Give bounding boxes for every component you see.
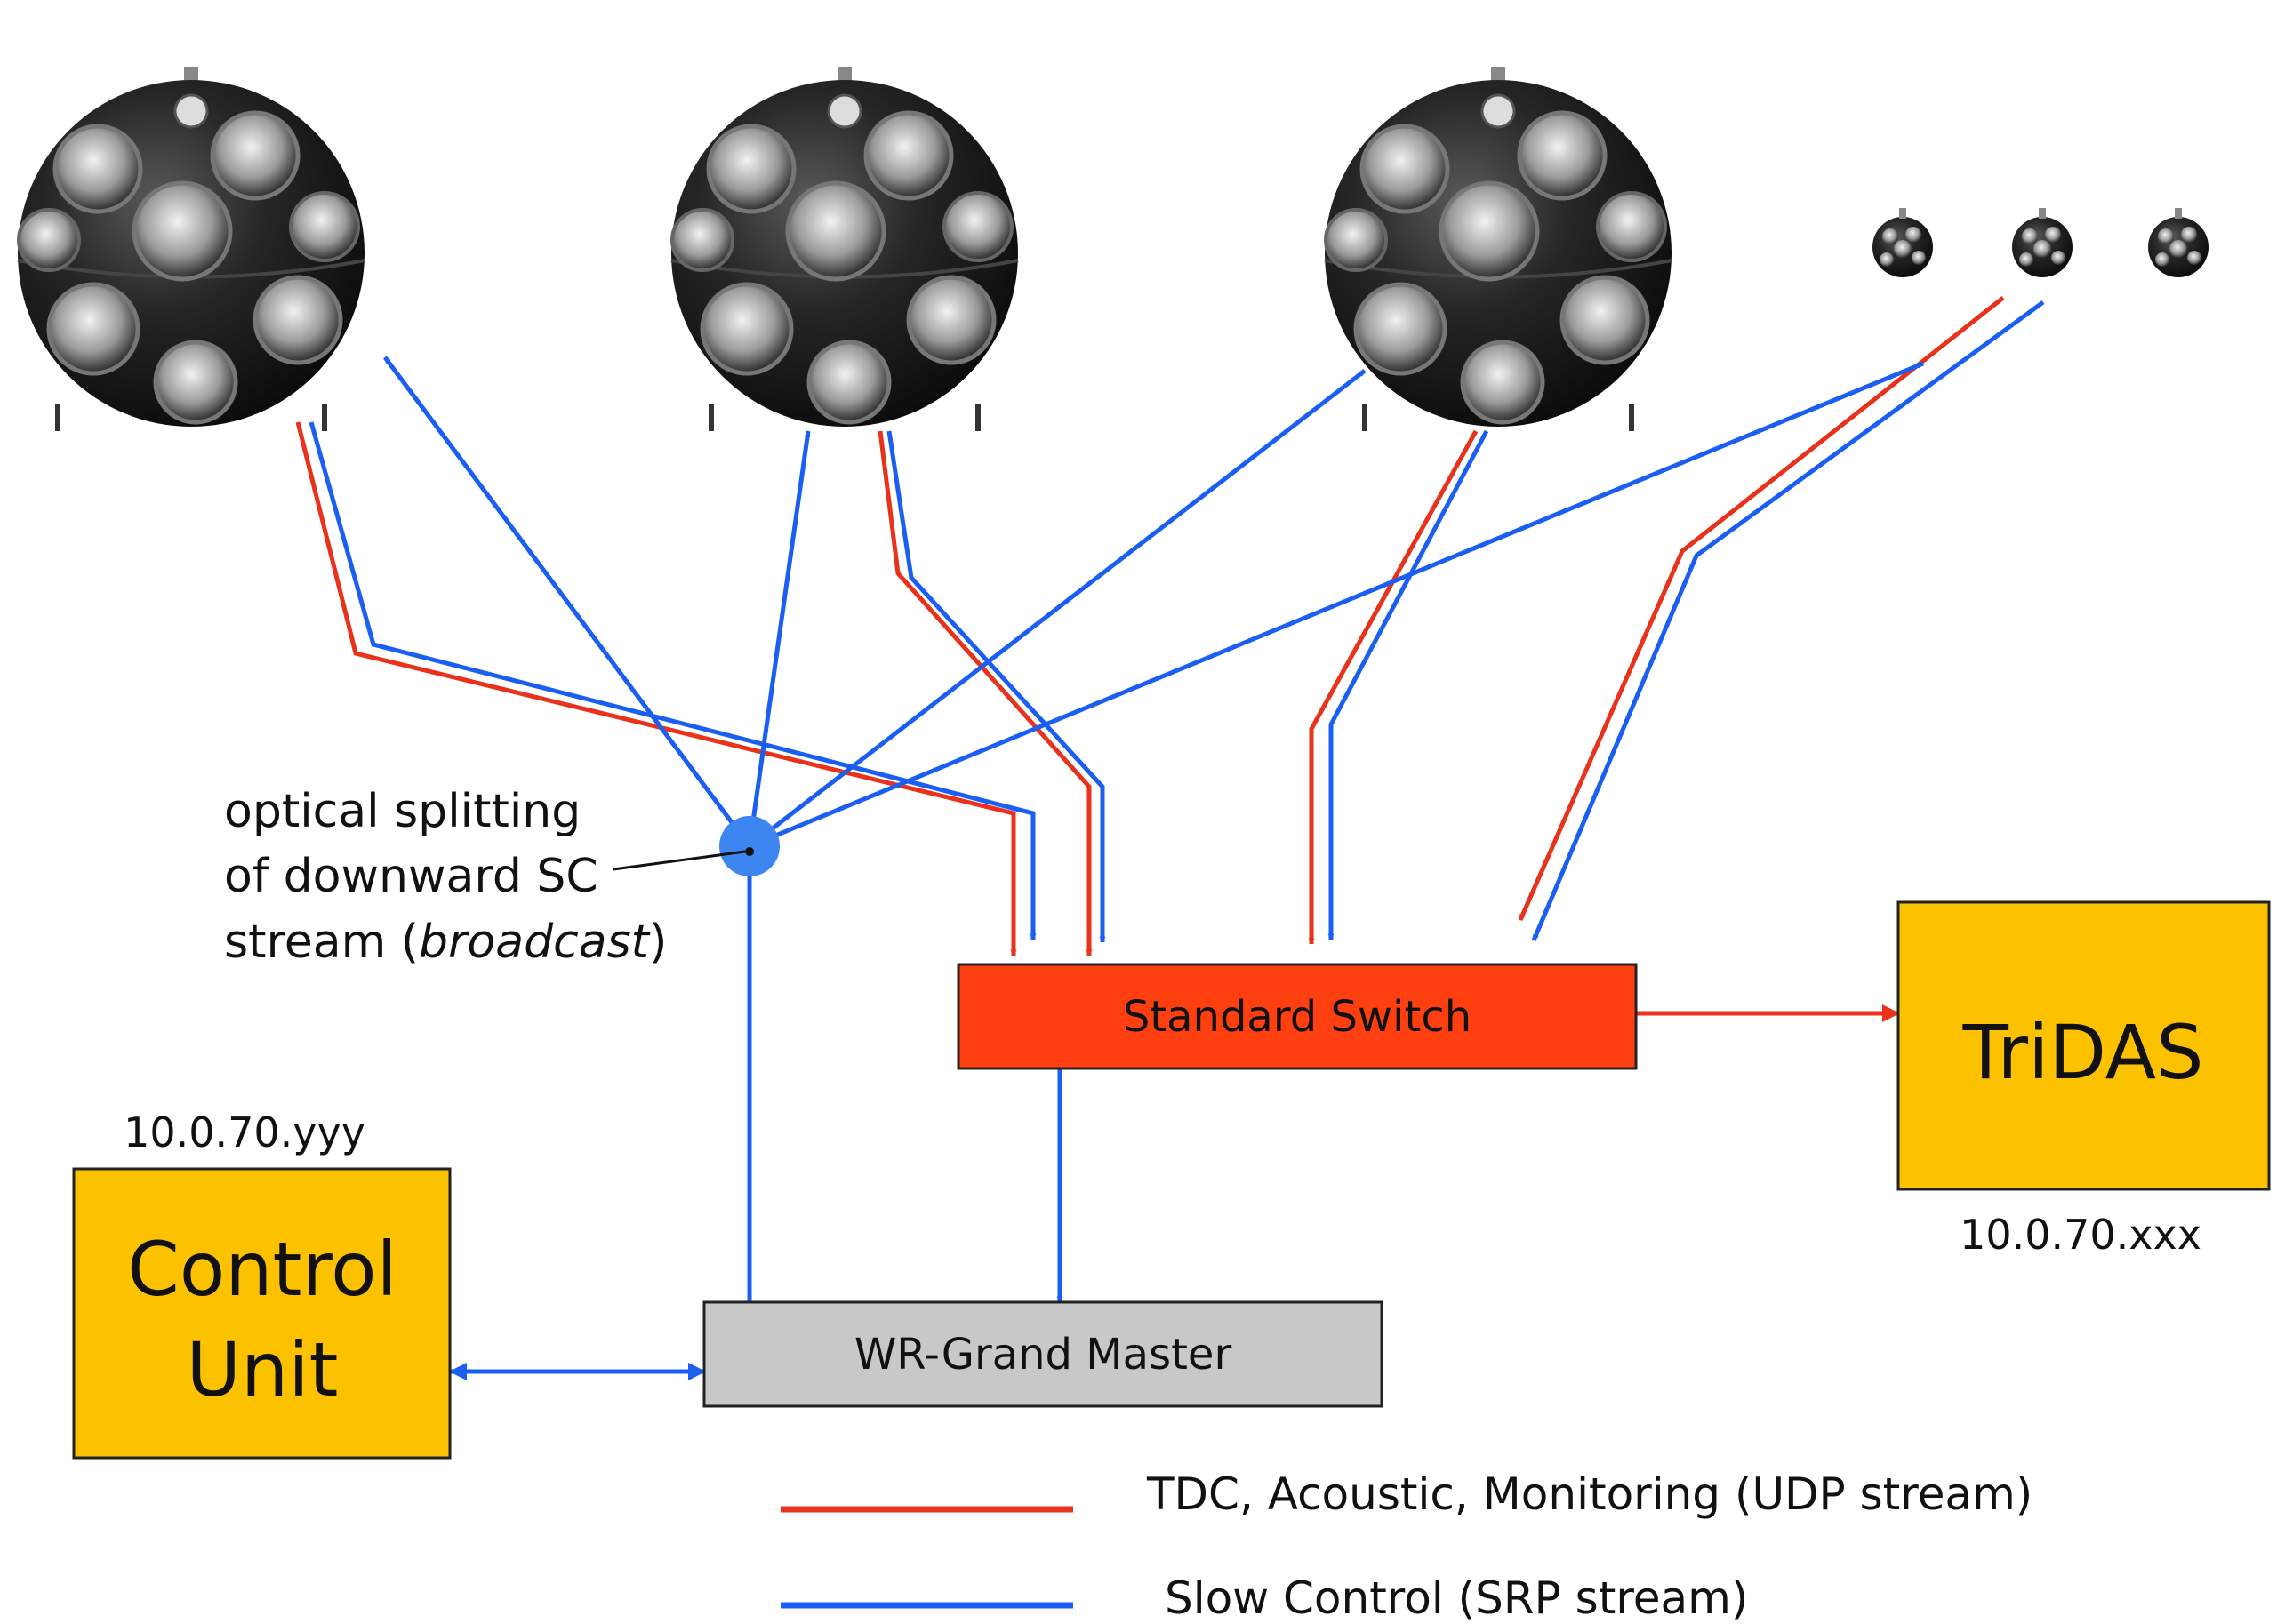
small-module-icon — [1872, 208, 1933, 277]
annotation-line-1: optical splitting — [224, 785, 581, 838]
tridas-ip-label: 10.0.70.xxx — [1960, 1211, 2201, 1259]
udp-path-module-1 — [295, 421, 1017, 956]
annotation-line-2: of downward SC — [224, 850, 598, 903]
srp-path-module-3 — [1327, 429, 1489, 940]
standard-switch-box — [957, 963, 1638, 1070]
annotation-line-3: stream (broadcast) — [224, 916, 667, 969]
wr-grand-master-box — [702, 1300, 1383, 1408]
optical-module-icon — [18, 67, 365, 431]
broadcast-to-module-3 — [748, 369, 1367, 848]
srp-upward-paths — [309, 300, 2045, 943]
srp-path-more-modules — [1531, 300, 2045, 941]
small-module-icon — [2012, 208, 2073, 277]
control-unit-ip-label: 10.0.70.yyy — [124, 1108, 365, 1156]
broadcast-to-module-1 — [382, 356, 752, 848]
srp-path-module-1 — [309, 421, 1037, 940]
standard-switch-label: Standard Switch — [1123, 992, 1471, 1042]
splitter-center-dot — [745, 847, 754, 856]
optical-splitter-icon — [719, 816, 780, 876]
control-unit-box — [72, 1167, 452, 1460]
wr-grand-master-label: WR-Grand Master — [854, 1330, 1232, 1380]
optical-module-icon — [671, 67, 1018, 431]
small-module-icon — [2148, 208, 2209, 277]
broadcast-to-module-2 — [747, 430, 811, 847]
udp-path-module-3 — [1308, 429, 1479, 945]
udp-path-module-2 — [878, 430, 1093, 956]
udp-path-more-modules — [1518, 296, 2005, 922]
broadcast-paths — [382, 356, 1924, 1380]
srp-path-module-2 — [886, 430, 1106, 943]
optical-module-icon — [1325, 67, 1672, 431]
legend-blue-label: Slow Control (SRP stream) — [1165, 1572, 1748, 1624]
tridas-box — [1896, 900, 2271, 1191]
udp-data-paths — [295, 296, 2005, 956]
legend-red-label: TDC, Acoustic, Monitoring (UDP stream) — [1146, 1468, 2032, 1520]
control-unit-label-line-1: Control — [127, 1226, 397, 1313]
control-unit-label-line-2: Unit — [187, 1326, 339, 1413]
tridas-label: TriDAS — [1962, 1009, 2204, 1096]
broadcast-to-more-modules — [749, 361, 1924, 849]
annotation-leader-line — [613, 850, 746, 871]
